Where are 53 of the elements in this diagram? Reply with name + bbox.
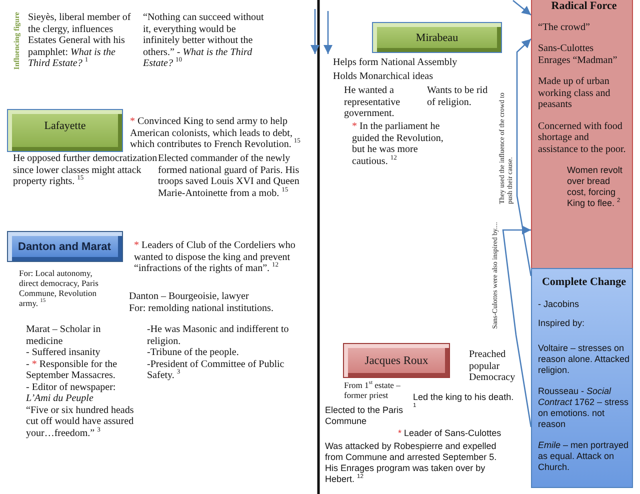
person-name: Mirabeau	[416, 32, 458, 44]
note-text: Voltaire – stresses on reason alone. Attacked religion.	[538, 342, 630, 376]
note-text: Helps form National Assembly	[333, 57, 458, 68]
note-text: Danton – Bourgeoisie, lawyer	[129, 291, 249, 302]
quote-text: “Nothing can succeed without it, everything would be infinitely better without the others.” - What is the Third Estate? $^{10}$	[143, 12, 265, 70]
note-text: -President of Committee of Public Safety. $^{3}$	[147, 358, 286, 382]
note-text: He wanted a representative government.	[344, 85, 402, 120]
note-text: For: Local autonomy, direct democracy, Paris Commune, Revolution army. $^{15}$	[19, 268, 100, 308]
note-text: Sieyès, liberal member of the clergy, influences Estates General with his pamphlet: What is the Third Estate? $^{1}$	[28, 12, 132, 70]
note-text: He opposed further democratization since lower classes might attack property rights. $^{15}$	[13, 153, 158, 188]
note-text: “The crowd”	[538, 22, 590, 33]
note-text: Elected to the Paris Commune	[325, 405, 404, 427]
person-box	[372, 22, 502, 53]
note-text: Enrages “Madman”	[538, 54, 618, 66]
note-text: Sans-Culottes	[538, 43, 594, 54]
note-text: Elected commander of the newly formed national guard of Paris. His troops saved Louis XVI and Queen Marie-Antoinette from a mob. $^{15}$	[158, 153, 300, 199]
category-panel	[531, 0, 633, 269]
note-text: - Editor of newspaper: L’Ami du Peuple	[26, 382, 117, 404]
note-text: * Leader of Sans-Culottes	[398, 428, 502, 439]
note-text: -Tribune of the people.	[147, 347, 239, 358]
note-text: Was attacked by Robespierre and expelled from Commune and arrested September 5. His Enrages program was taken over by Hebert. $^{12}$	[325, 441, 498, 485]
note-text: Holds Monarchical ideas	[333, 71, 433, 82]
note-text: Inspired by:	[538, 318, 585, 328]
note-text: For: remolding national institutions.	[129, 302, 274, 314]
note-text: Women revolt over bread cost, forcing King to flee. $^{2}$	[567, 165, 624, 209]
note-text: Marat – Scholar in medicine	[26, 324, 102, 347]
panel-heading: Radical Force	[551, 1, 617, 12]
arrow	[502, 226, 532, 428]
note-text: * In the parliament he guided the Revolution, but he was more cautious. $^{12}$	[352, 121, 444, 167]
note-text: Preached popular Democracy	[469, 349, 515, 384]
note-text: - Suffered insanity	[26, 347, 100, 358]
note-text: -He was Masonic and indifferent to religion.	[147, 324, 290, 347]
quote-text: “Five or six hundred heads cut off would have assured your…freedom.” $^{3}$	[26, 404, 135, 439]
note-text: Concerned with food shortage and assistance to the poor.	[538, 120, 627, 155]
note-text: * Convinced King to send army to help American colonists, which leads to debt, which contributes to French Revolution. $^{15}$	[130, 116, 302, 150]
note-text: * Leaders of Club of the Cordeliers who wanted to dispose the king and prevent “infractions of the rights of man”. $^{12}$	[134, 240, 296, 274]
note-text: - Jacobins	[538, 298, 580, 310]
person-name: Lafayette	[44, 120, 86, 132]
arrow	[512, 0, 532, 16]
note-text: Made up of urban working class and peasants	[538, 76, 612, 110]
category-panel	[531, 268, 633, 488]
person-box	[7, 109, 123, 152]
note-text: - * Responsible for the September Massacres.	[26, 358, 118, 382]
person-name: Jacques Roux	[364, 354, 428, 366]
note-text: Rousseau - Social Contract 1762 – stress on emotions. not reason	[538, 386, 630, 430]
person-name: Danton and Marat	[18, 240, 111, 252]
note-text: Emile – men portrayed as equal. Attack on Church.	[538, 440, 630, 472]
person-box	[343, 343, 450, 378]
note-text: From 1$^{st}$ estate – former priest	[344, 380, 402, 400]
panel-heading: Complete Change	[542, 277, 626, 288]
arrow	[516, 38, 532, 276]
note-text: Wants to be rid of religion.	[427, 85, 489, 108]
person-box	[7, 231, 123, 262]
